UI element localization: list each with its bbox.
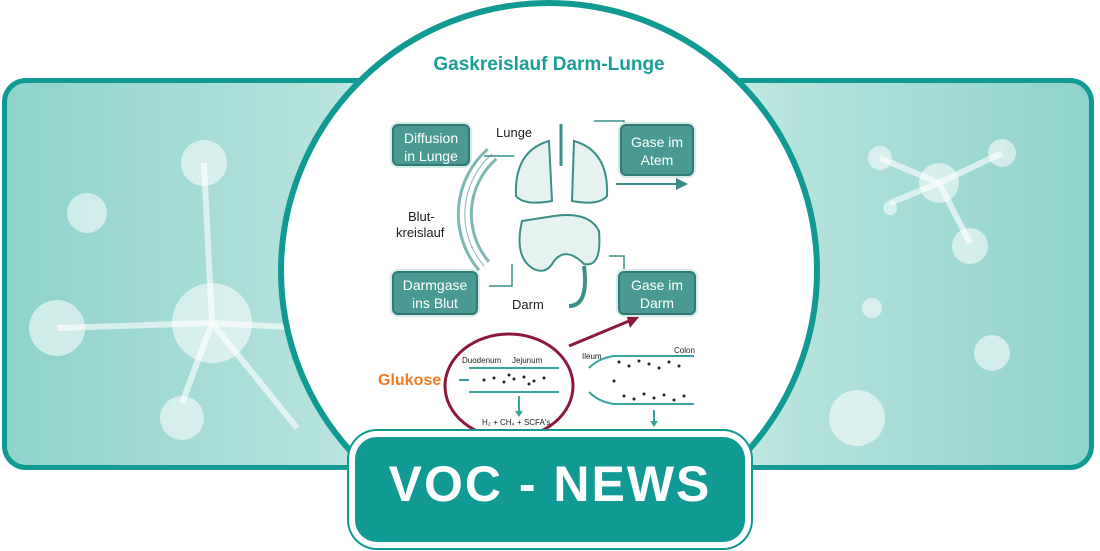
voc-news-title: VOC - NEWS (388, 456, 712, 512)
gase-darm-box: Gase im Darm (618, 271, 696, 315)
formula-colon: H₂ + CH₄ + SCFA's (619, 428, 688, 437)
molecule-decoration (29, 139, 1016, 446)
darmgase-box: Darmgase ins Blut (392, 271, 478, 315)
label-darm: Darm (512, 297, 544, 312)
label-glukose: Glukose (378, 372, 442, 389)
label-colon: Colon (674, 346, 695, 355)
diagram-title: Gaskreislauf Darm-Lunge (433, 54, 665, 75)
label-blut: Blut- (408, 209, 435, 224)
diffusion-lunge-box: Diffusion in Lunge (392, 124, 470, 166)
label-ileum: Ileum (582, 352, 602, 361)
label-jejunum: Jejunum (512, 356, 543, 365)
formula-small-intestine: H₂ + CH₄ + SCFA's (482, 418, 551, 427)
label-lunge: Lunge (496, 125, 533, 140)
gase-atem-box: Gase im Atem (620, 124, 694, 176)
label-duodenum: Duodenum (462, 356, 502, 365)
label-kreislauf: kreislauf (396, 225, 445, 240)
voc-news-banner: VOC - NEWS (355, 437, 745, 542)
